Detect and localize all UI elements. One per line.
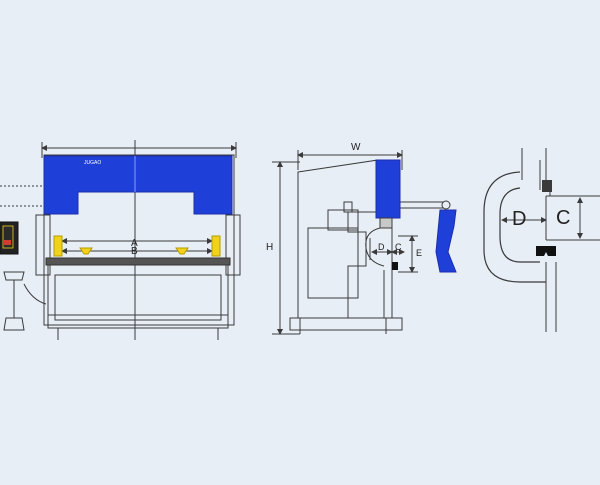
side-frame — [297, 159, 379, 319]
side-base — [289, 317, 403, 331]
detail-dim-c-label: C — [556, 207, 570, 229]
side-ram-blue — [375, 159, 401, 219]
dim-b-label: B — [131, 246, 138, 257]
right-tool-clamp — [175, 247, 189, 255]
left-tool-clamp — [79, 247, 93, 255]
foot-pedal — [3, 271, 47, 331]
left-cylinder — [53, 235, 63, 257]
side-dim-c-label: C — [395, 242, 402, 252]
front-bed-bar — [45, 257, 231, 266]
dim-a-label: A — [131, 238, 138, 249]
front-ram-blue — [43, 155, 233, 215]
detail-dim-d-label: D — [512, 208, 526, 230]
side-motor-box — [307, 227, 359, 299]
front-view — [35, 140, 241, 340]
throat-outer — [483, 171, 546, 283]
upper-punch-tip — [542, 180, 552, 192]
dim-e-label: E — [416, 248, 422, 258]
side-view — [272, 150, 451, 335]
lower-die-block — [536, 246, 556, 256]
dim-w-label: W — [351, 142, 361, 153]
dim-h-label: H — [266, 242, 273, 253]
front-lower-bed — [47, 264, 229, 326]
throat-inner — [499, 187, 540, 263]
front-support-arm — [435, 209, 457, 273]
throat-detail — [483, 148, 600, 332]
right-cylinder — [211, 235, 221, 257]
side-dim-d-label: D — [378, 242, 385, 252]
front-brand-label: JUGAO — [84, 160, 101, 166]
front-controller — [0, 185, 42, 255]
